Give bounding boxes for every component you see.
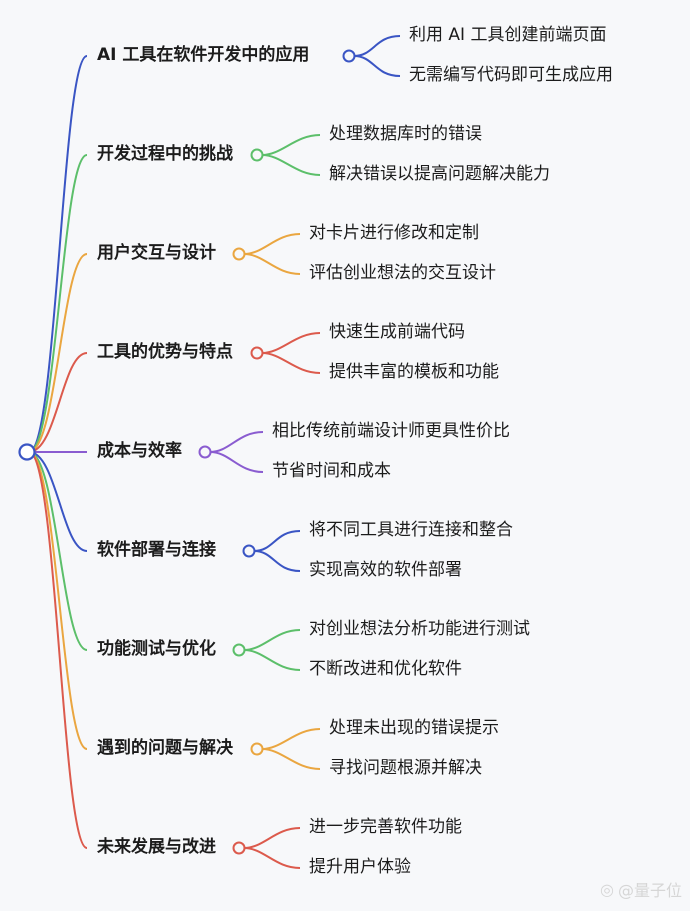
subtopic-node[interactable]: 快速生成前端代码 (329, 322, 465, 342)
collapse-toggle-icon[interactable] (232, 247, 246, 261)
subtopic-node[interactable]: 节省时间和成本 (272, 461, 391, 481)
topic-node[interactable]: 软件部署与连接 (97, 540, 216, 560)
subtopic-node[interactable]: 进一步完善软件功能 (309, 817, 462, 837)
subtopic-node[interactable]: 寻找问题根源并解决 (329, 758, 482, 778)
collapse-toggle-icon[interactable] (250, 346, 264, 360)
collapse-toggle-icon[interactable] (250, 148, 264, 162)
topic-node[interactable]: 功能测试与优化 (97, 639, 216, 659)
topic-node[interactable]: 工具的优势与特点 (97, 342, 233, 362)
subtopic-node[interactable]: 处理未出现的错误提示 (329, 718, 499, 738)
collapse-toggle-icon[interactable] (232, 841, 246, 855)
subtopic-node[interactable]: 利用 AI 工具创建前端页面 (409, 25, 607, 45)
subtopic-node[interactable]: 评估创业想法的交互设计 (309, 263, 496, 283)
subtopic-node[interactable]: 无需编写代码即可生成应用 (409, 65, 613, 85)
root-node[interactable] (18, 443, 36, 461)
collapse-toggle-icon[interactable] (232, 643, 246, 657)
topic-node[interactable]: AI 工具在软件开发中的应用 (97, 45, 310, 65)
subtopic-node[interactable]: 对创业想法分析功能进行测试 (309, 619, 530, 639)
weibo-icon: ◎ (600, 879, 614, 899)
subtopic-node[interactable]: 相比传统前端设计师更具性价比 (272, 421, 510, 441)
topic-node[interactable]: 开发过程中的挑战 (97, 144, 233, 164)
subtopic-node[interactable]: 提供丰富的模板和功能 (329, 362, 499, 382)
collapse-toggle-icon[interactable] (242, 544, 256, 558)
subtopic-node[interactable]: 处理数据库时的错误 (329, 124, 482, 144)
subtopic-node[interactable]: 实现高效的软件部署 (309, 560, 462, 580)
subtopic-node[interactable]: 提升用户体验 (309, 857, 411, 877)
topic-node[interactable]: 遇到的问题与解决 (97, 738, 233, 758)
subtopic-node[interactable]: 将不同工具进行连接和整合 (309, 520, 513, 540)
subtopic-node[interactable]: 不断改进和优化软件 (309, 659, 462, 679)
topic-node[interactable]: 成本与效率 (97, 441, 182, 461)
subtopic-node[interactable]: 对卡片进行修改和定制 (309, 223, 479, 243)
topic-node[interactable]: 未来发展与改进 (97, 837, 216, 857)
topic-node[interactable]: 用户交互与设计 (97, 243, 216, 263)
collapse-toggle-icon[interactable] (198, 445, 212, 459)
collapse-toggle-icon[interactable] (342, 49, 356, 63)
collapse-toggle-icon[interactable] (250, 742, 264, 756)
watermark: ◎ @量子位 (600, 877, 682, 901)
watermark-text: @量子位 (617, 881, 682, 900)
subtopic-node[interactable]: 解决错误以提高问题解决能力 (329, 164, 550, 184)
